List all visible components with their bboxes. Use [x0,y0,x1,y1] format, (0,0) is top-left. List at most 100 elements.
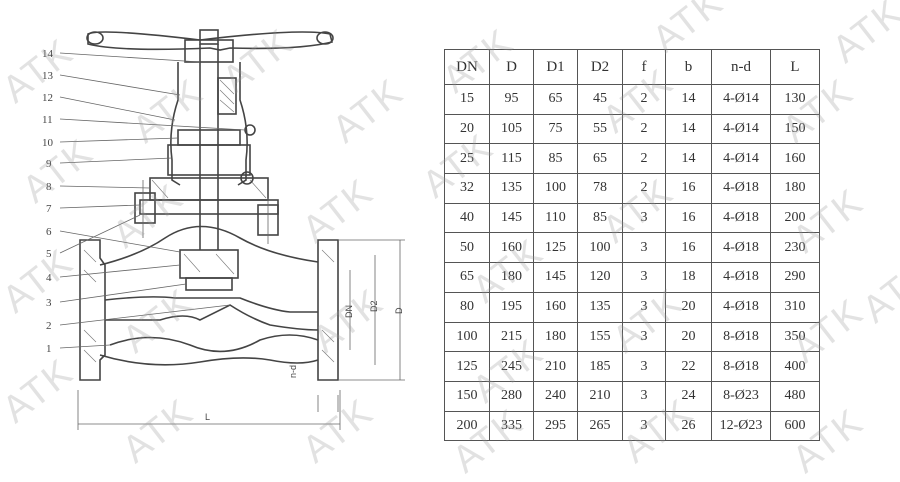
table-cell: 335 [489,410,534,442]
table-cell: 22 [665,351,712,382]
table-cell: 150 [444,380,490,412]
table-cell: 18 [665,262,712,293]
table-cell: 2 [622,173,666,204]
table-cell: 3 [622,321,666,353]
table-cell: 105 [489,113,534,145]
table-cell: 3 [622,232,666,264]
part-label-13: 13 [42,70,54,82]
part-label-6: 6 [46,226,52,238]
table-cell: 4-Ø18 [711,173,771,204]
dim-d-label: D [394,307,404,314]
part-label-2: 2 [46,320,52,332]
table-cell: 135 [489,173,534,204]
table-cell: 120 [577,262,623,293]
table-cell: 78 [577,173,623,204]
part-label-1: 1 [46,343,52,355]
table-cell: 20 [665,321,712,353]
table-cell: 20 [444,113,490,145]
dim-l-label: L [205,412,210,422]
col-header-d2: D2 [577,49,623,85]
table-cell: 125 [444,351,490,382]
table-cell: 215 [489,321,534,353]
table-cell: 100 [533,173,578,204]
table-cell: 16 [665,173,712,204]
table-cell: 8-Ø18 [711,351,771,382]
table-cell: 24 [665,380,712,412]
table-cell: 4-Ø14 [711,84,771,115]
table-cell: 310 [770,291,820,323]
table-cell: 16 [665,202,712,234]
table-cell: 3 [622,202,666,234]
table-cell: 8-Ø18 [711,321,771,353]
table-cell: 75 [533,113,578,145]
table-cell: 65 [533,84,578,115]
table-cell: 200 [770,202,820,234]
table-cell: 3 [622,410,666,442]
table-cell: 230 [770,232,820,264]
table-cell: 115 [489,143,534,175]
table-cell: 290 [770,262,820,293]
table-cell: 600 [770,410,820,442]
part-labels: 14 13 12 11 10 9 8 7 6 5 4 3 2 1 [42,48,246,355]
col-header-dn: DN [444,49,490,85]
table-cell: 3 [622,291,666,323]
table-cell: 180 [770,173,820,204]
table-cell: 480 [770,380,820,412]
table-cell: 3 [622,262,666,293]
part-label-12: 12 [42,92,53,104]
table-cell: 295 [533,410,578,442]
col-header-d: D [489,49,534,85]
table-cell: 32 [444,173,490,204]
stem [199,44,219,250]
table-cell: 4-Ø14 [711,143,771,175]
table-cell: 240 [533,380,578,412]
table-cell: 180 [489,262,534,293]
table-cell: 4-Ø18 [711,232,771,264]
table-cell: 95 [489,84,534,115]
table-cell: 14 [665,84,712,115]
col-header-b: b [665,49,712,85]
watermark-logo: ATK [854,250,900,332]
part-label-8: 8 [46,181,52,193]
table-cell: 185 [577,351,623,382]
table-cell: 200 [444,410,490,442]
table-cell: 45 [577,84,623,115]
table-cell: 12-Ø23 [711,410,771,442]
table-cell: 4-Ø18 [711,202,771,234]
part-label-14: 14 [42,48,54,60]
table-cell: 2 [622,143,666,175]
table-cell: 265 [577,410,623,442]
table-cell: 4-Ø18 [711,262,771,293]
table-cell: 65 [444,262,490,293]
table-header-row: DN D D1 D2 f b n-d L [444,49,820,85]
table-cell: 14 [665,113,712,145]
table-cell: 150 [770,113,820,145]
table-cell: 15 [444,84,490,115]
table-cell: 2 [622,113,666,145]
dimension-lines: L DN D2 D n-d [77,239,405,430]
table-cell: 400 [770,351,820,382]
table-cell: 130 [770,84,820,115]
table-cell: 26 [665,410,712,442]
table-cell: 14 [665,143,712,175]
table-cell: 50 [444,232,490,264]
table-cell: 145 [533,262,578,293]
col-header-nd: n-d [711,49,771,85]
table-cell: 85 [577,202,623,234]
table-cell: 100 [444,321,490,353]
table-cell: 210 [533,351,578,382]
table-cell: 25 [444,143,490,175]
table-cell: 8-Ø23 [711,380,771,412]
table-cell: 40 [444,202,490,234]
table-cell: 350 [770,321,820,353]
table-cell: 160 [770,143,820,175]
